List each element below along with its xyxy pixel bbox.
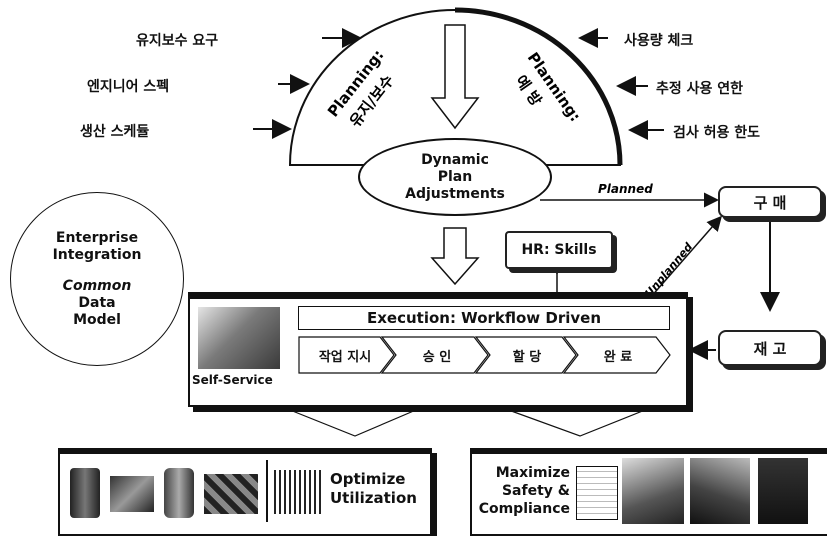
workflow-steps: 작업 지시 승 인 할 당 완 료 [298, 336, 672, 374]
maximize-line-2: Safety & [501, 483, 570, 499]
enterprise-integration-circle: Enterprise Integration Common Data Model [10, 192, 184, 366]
step-approval: 승 인 [422, 349, 452, 365]
checklist-icon [576, 466, 618, 520]
equipment-4-image [204, 474, 258, 514]
optimize-text: Optimize Utilization [330, 470, 417, 508]
dynamic-line-2: Plan [437, 168, 473, 185]
step-complete: 완 료 [603, 349, 633, 365]
step-work-order: 작업 지시 [318, 349, 372, 365]
step-assignment: 할 당 [512, 349, 542, 365]
dome-thick-edge [454, 7, 623, 166]
common-line-1: Common [62, 277, 132, 294]
optimize-panel: Optimize Utilization [58, 448, 432, 536]
maximize-panel: Maximize Safety & Compliance [470, 448, 827, 536]
hollow-down-arrow [430, 227, 480, 286]
utilization-chart-icon [274, 470, 324, 514]
optimize-line-1: Optimize [330, 470, 406, 488]
self-service-label: Self-Service [192, 373, 273, 387]
execution-title: Execution: Workflow Driven [298, 306, 670, 330]
worker-photo-2 [690, 458, 750, 524]
maximize-line-3: Compliance [478, 501, 570, 517]
equipment-2-image [110, 476, 154, 512]
self-service-image [198, 307, 280, 369]
optimize-line-2: Utilization [330, 489, 417, 507]
maximize-text: Maximize Safety & Compliance [478, 464, 570, 518]
input-estimated-life: 추정 사용 연한 [656, 81, 744, 97]
input-engineer-spec: 엔지니어 스펙 [87, 79, 170, 95]
funnel-right [491, 403, 661, 437]
input-production-schedule: 생산 스케듈 [80, 124, 150, 140]
common-line-3: Model [73, 311, 121, 328]
hr-skills-box: HR: Skills [505, 231, 613, 269]
equipment-1-image [70, 468, 100, 518]
equipment-images [70, 464, 260, 520]
purchase-box: 구 매 [718, 186, 822, 218]
enterprise-line-2: Integration [52, 246, 142, 263]
equipment-3-image [164, 468, 194, 518]
chevron-shapes [298, 336, 671, 374]
funnel-left [274, 403, 431, 437]
inventory-box: 재 고 [718, 330, 822, 366]
input-inspection-limit: 검사 허용 한도 [673, 125, 761, 141]
optimize-divider [266, 460, 268, 522]
dome-down-arrow [430, 24, 480, 130]
enterprise-line-1: Enterprise [55, 229, 139, 246]
planned-label: Planned [598, 182, 653, 196]
input-usage-check: 사용량 체크 [624, 33, 694, 49]
worker-photo-1 [622, 458, 684, 524]
worker-photo-3 [758, 458, 808, 524]
unplanned-label: Unplanned [642, 240, 695, 300]
dynamic-plan-adjustments: Dynamic Plan Adjustments [358, 138, 552, 216]
input-maintenance-request: 유지보수 요구 [136, 33, 219, 49]
common-line-2: Data [78, 294, 116, 311]
dynamic-line-1: Dynamic [421, 151, 489, 168]
execution-panel: Self-Service Execution: Workflow Driven … [188, 292, 688, 407]
maximize-line-1: Maximize [495, 465, 570, 481]
dynamic-line-3: Adjustments [405, 185, 505, 202]
